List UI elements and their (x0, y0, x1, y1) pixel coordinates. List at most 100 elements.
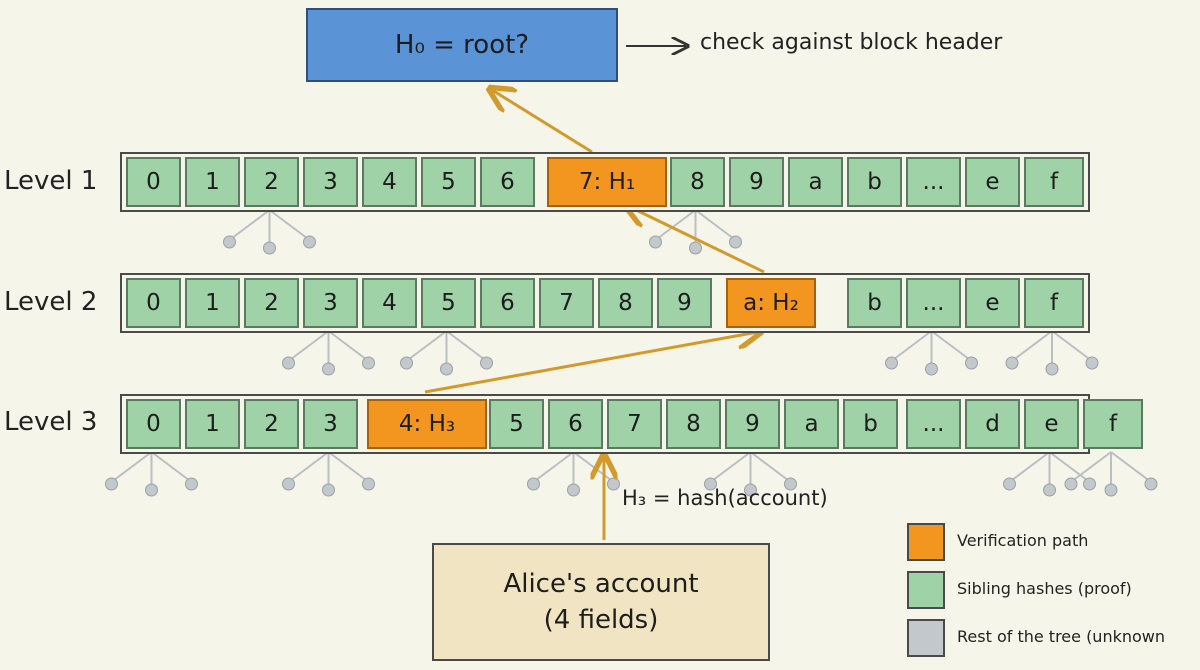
sibling-node-level-1-0: 0 (126, 157, 181, 207)
unknown-subtree-node (400, 356, 413, 370)
unknown-subtree-edge (930, 330, 973, 362)
unknown-subtree-node (729, 235, 742, 249)
sibling-node-level-1-10: a (788, 157, 843, 207)
sibling-node-level-3-3: 3 (303, 399, 358, 449)
sibling-node-level-3-14: e (1024, 399, 1079, 449)
path-arrow-level3-to-level2 (424, 332, 758, 394)
sibling-node-level-1-11: b (847, 157, 902, 207)
sibling-node-level-3-11: b (843, 399, 898, 449)
sibling-node-level-2-7: 7 (539, 278, 594, 328)
unknown-subtree-node (1085, 356, 1099, 370)
legend-swatch-path (907, 523, 945, 561)
path-arrow-level1-to-root (492, 90, 593, 154)
unknown-subtree-edge (572, 451, 615, 483)
unknown-subtree-node (480, 356, 493, 370)
unknown-subtree-node (567, 483, 580, 497)
unknown-subtree-node (1043, 483, 1056, 497)
sibling-node-level-3-0: 0 (126, 399, 181, 449)
sibling-node-level-1-9: 9 (729, 157, 784, 207)
sibling-node-level-1-6: 6 (480, 157, 535, 207)
unknown-subtree-edge (327, 330, 370, 362)
unknown-subtree-edge (694, 209, 737, 241)
unknown-subtree-node (965, 356, 978, 370)
sibling-node-level-1-14: f (1024, 157, 1084, 207)
sibling-node-level-2-4: 4 (362, 278, 417, 328)
block-header-note: check against block header (700, 30, 1003, 55)
path-node-level-1-7: 7: H₁ (547, 157, 667, 207)
unknown-subtree-node (1104, 483, 1118, 497)
unknown-subtree-edge (287, 451, 330, 483)
unknown-subtree-edge (532, 451, 575, 483)
legend-swatch-unknown (907, 619, 945, 657)
unknown-subtree-node (527, 477, 540, 491)
unknown-subtree-node (322, 483, 335, 497)
sibling-node-level-1-2: 2 (244, 157, 299, 207)
unknown-subtree-edge (1008, 451, 1051, 483)
unknown-subtree-node (362, 477, 375, 491)
sibling-node-level-2-0: 0 (126, 278, 181, 328)
account-box: Alice's account (4 fields) (432, 543, 770, 661)
unknown-subtree-node (607, 477, 620, 491)
legend-label: Verification path (957, 531, 1089, 550)
unknown-subtree-edge (709, 451, 752, 483)
path-node-level-3-4: 4: H₃ (367, 399, 487, 449)
sibling-node-level-3-7: 7 (607, 399, 662, 449)
unknown-subtree-edge (1011, 330, 1053, 362)
unknown-subtree-node (1003, 477, 1016, 491)
sibling-node-level-1-1: 1 (185, 157, 240, 207)
unknown-subtree-edge (228, 209, 271, 241)
legend-label: Sibling hashes (proof) (957, 579, 1132, 598)
h3-hash-caption: H₃ = hash(account) (622, 486, 828, 510)
unknown-subtree-node (263, 241, 276, 255)
unknown-subtree-edge (654, 209, 697, 241)
unknown-subtree-node (689, 241, 702, 255)
unknown-subtree-node (303, 235, 316, 249)
unknown-subtree-edge (445, 330, 488, 362)
sibling-node-level-3-10: a (784, 399, 839, 449)
sibling-node-level-1-4: 4 (362, 157, 417, 207)
path-node-level-2-10: a: H₂ (726, 278, 816, 328)
sibling-node-level-2-8: 8 (598, 278, 653, 328)
level-2-label: Level 2 (4, 287, 98, 317)
sibling-node-level-2-1: 1 (185, 278, 240, 328)
unknown-subtree-edge (327, 451, 370, 483)
sibling-node-level-3-13: d (965, 399, 1020, 449)
unknown-subtree-node (105, 477, 118, 491)
unknown-subtree-edge (110, 451, 153, 483)
root-hash-box: H₀ = root? (306, 8, 618, 82)
unknown-subtree-node (185, 477, 198, 491)
unknown-subtree-edge (890, 330, 933, 362)
unknown-subtree-node (322, 362, 335, 376)
sibling-node-level-1-13: e (965, 157, 1020, 207)
unknown-subtree-node (282, 477, 295, 491)
sibling-node-level-3-1: 1 (185, 399, 240, 449)
path-arrow-level2-to-level1 (628, 206, 765, 274)
account-title: Alice's account (503, 569, 699, 599)
sibling-node-level-1-3: 3 (303, 157, 358, 207)
unknown-subtree-edge (1110, 451, 1152, 483)
sibling-node-level-3-12: ... (906, 399, 961, 449)
unknown-subtree-node (925, 362, 938, 376)
sibling-node-level-3-5: 5 (489, 399, 544, 449)
unknown-subtree-node (649, 235, 662, 249)
unknown-subtree-edge (1070, 451, 1112, 483)
unknown-subtree-edge (268, 209, 311, 241)
sibling-node-level-1-8: 8 (670, 157, 725, 207)
unknown-subtree-node (440, 362, 453, 376)
unknown-subtree-node (885, 356, 898, 370)
sibling-node-level-2-12: ... (906, 278, 961, 328)
legend-label: Rest of the tree (unknown (957, 627, 1166, 646)
sibling-node-level-2-3: 3 (303, 278, 358, 328)
sibling-node-level-1-5: 5 (421, 157, 476, 207)
sibling-node-level-3-9: 9 (725, 399, 780, 449)
sibling-node-level-3-6: 6 (548, 399, 603, 449)
sibling-node-level-3-2: 2 (244, 399, 299, 449)
unknown-subtree-node (1144, 477, 1158, 491)
unknown-subtree-edge (405, 330, 448, 362)
unknown-subtree-node (1083, 477, 1096, 491)
unknown-subtree-node (223, 235, 236, 249)
